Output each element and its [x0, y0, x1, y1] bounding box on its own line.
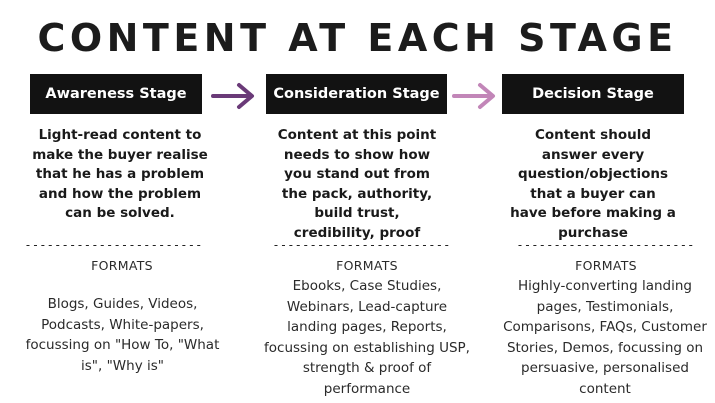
stage-awareness-header: Awareness Stage [30, 74, 202, 114]
stage-decision-header: Decision Stage [502, 74, 684, 114]
stage-awareness-formats-label: FORMATS [91, 258, 153, 273]
stage-consideration-formats: Ebooks, Case Studies, Webinars, Lead-cap… [264, 278, 470, 397]
stage-awareness-description: Light-read content to make the buyer rea… [32, 127, 208, 221]
stage-awareness-divider: ------------------------ [24, 238, 203, 252]
stage-awareness-formats: Blogs, Guides, Videos, Podcasts, White-p… [25, 296, 220, 374]
stage-decision-formats: Highly-converting landing pages, Testimo… [503, 278, 707, 397]
stage-consideration-divider: ------------------------ [272, 238, 451, 252]
stage-decision-formats-label: FORMATS [575, 258, 637, 273]
stage-consideration-formats-label: FORMATS [336, 258, 398, 273]
stage-consideration-header: Consideration Stage [266, 74, 447, 114]
stage-decision-divider: ------------------------ [516, 238, 695, 252]
right-arrow-icon [211, 83, 254, 109]
page-title: CONTENT AT EACH STAGE [37, 16, 678, 60]
stage-consideration-description: Content at this point needs to show how … [277, 127, 437, 241]
stage-decision-description: Content should answer every question/obj… [510, 127, 676, 241]
right-arrow-icon [452, 83, 495, 109]
